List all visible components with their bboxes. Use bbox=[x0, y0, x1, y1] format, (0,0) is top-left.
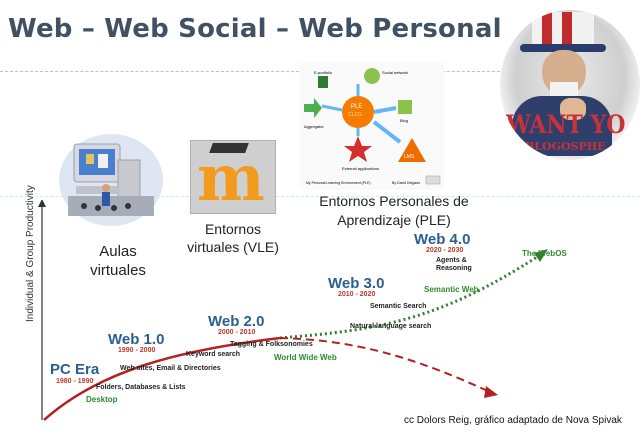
era-web1-title: Web 1.0 bbox=[108, 331, 164, 348]
era-web2-title: Web 2.0 bbox=[208, 313, 264, 330]
ple-node-lms: LMS bbox=[404, 154, 415, 160]
aulas-virtuales-label: Aulas virtuales bbox=[90, 243, 146, 279]
ple-caption: My Personal Learning Environment (PLE) bbox=[306, 181, 371, 185]
annotation-agents: Agents & bbox=[436, 257, 467, 264]
era-pc-sub: Desktop bbox=[86, 395, 118, 404]
era-web4-sub: The WebOS bbox=[522, 249, 567, 258]
era-pc-title: PC Era bbox=[50, 361, 100, 378]
dashed-decline-curve bbox=[279, 337, 491, 393]
ple-node-external: External applications bbox=[342, 166, 379, 171]
section-divider bbox=[0, 196, 640, 197]
uncle-sam-image: WANT YO R BLOGOSPHE bbox=[500, 10, 640, 160]
era-web4-years: 2020 - 2030 bbox=[426, 247, 463, 254]
pointing-hand-shape bbox=[560, 98, 586, 120]
classroom-computer-icon bbox=[59, 134, 163, 226]
annotation-tagging: Tagging & Folksonomies bbox=[230, 341, 313, 348]
ple-node-social: Social network bbox=[382, 70, 408, 75]
solid-growth-curve bbox=[43, 336, 281, 421]
annotation-semantic-search: Semantic Search bbox=[370, 303, 426, 310]
era-web1-years: 1990 - 2000 bbox=[118, 347, 155, 354]
moodle-m-glyph: m bbox=[197, 141, 265, 216]
web-evolution-chart: PC Era 1980 - 1990 Desktop Web 1.0 1990 … bbox=[38, 200, 567, 421]
dotted-curve-arrowhead bbox=[534, 249, 548, 262]
dashed-curve-arrowhead bbox=[484, 386, 498, 398]
ple-author: By David Delgado bbox=[392, 181, 420, 185]
ple-node-ple: PLE bbox=[351, 104, 362, 110]
hat-shape bbox=[532, 12, 594, 46]
poster-headline: WANT YO bbox=[506, 110, 626, 139]
slide-title: Web – Web Social – Web Personal bbox=[8, 14, 502, 44]
ple-node-eportfolio: E-portfolio bbox=[314, 70, 333, 75]
dotted-future-curve bbox=[279, 253, 541, 340]
era-web2-years: 2000 - 2010 bbox=[218, 329, 255, 336]
era-web3-years: 2010 - 2020 bbox=[338, 291, 375, 298]
title-divider bbox=[0, 71, 510, 72]
era-web3-title: Web 3.0 bbox=[328, 275, 384, 292]
ple-node-blog: Blog bbox=[400, 118, 408, 123]
annotation-keyword: Keyword search bbox=[186, 351, 240, 358]
moodle-logo-icon: m bbox=[190, 140, 276, 214]
ple-node-clcg: CLCG bbox=[348, 112, 362, 118]
poster-subline: R BLOGOSPHE bbox=[512, 140, 606, 153]
credit-text: cc Dolors Reig, gráfico adaptado de Nova… bbox=[404, 415, 622, 426]
annotation-folders: Folders, Databases & Lists bbox=[96, 384, 186, 391]
era-web4-title: Web 4.0 bbox=[414, 231, 470, 248]
annotation-websites: Web sites, Email & Directories bbox=[120, 365, 221, 372]
era-pc-years: 1980 - 1990 bbox=[56, 378, 93, 385]
ple-label: Entornos Personales de Aprendizaje (PLE) bbox=[319, 193, 469, 228]
era-web1-sub: World Wide Web bbox=[274, 353, 337, 362]
hat-brim-shape bbox=[520, 44, 606, 52]
annotation-natural: Natural language search bbox=[350, 323, 431, 330]
era-web3-sub: Semantic Web bbox=[424, 285, 479, 294]
vle-label: Entornos virtuales (VLE) bbox=[187, 221, 279, 255]
y-axis-label: Individual & Group Productivity bbox=[25, 185, 36, 322]
ple-diagram: E-portfolio Social network PLE CLCG Blog… bbox=[300, 62, 444, 190]
y-axis-arrow bbox=[38, 200, 46, 207]
annotation-reasoning: Reasoning bbox=[436, 265, 472, 272]
ple-node-aggregator: Aggregator bbox=[304, 124, 324, 129]
